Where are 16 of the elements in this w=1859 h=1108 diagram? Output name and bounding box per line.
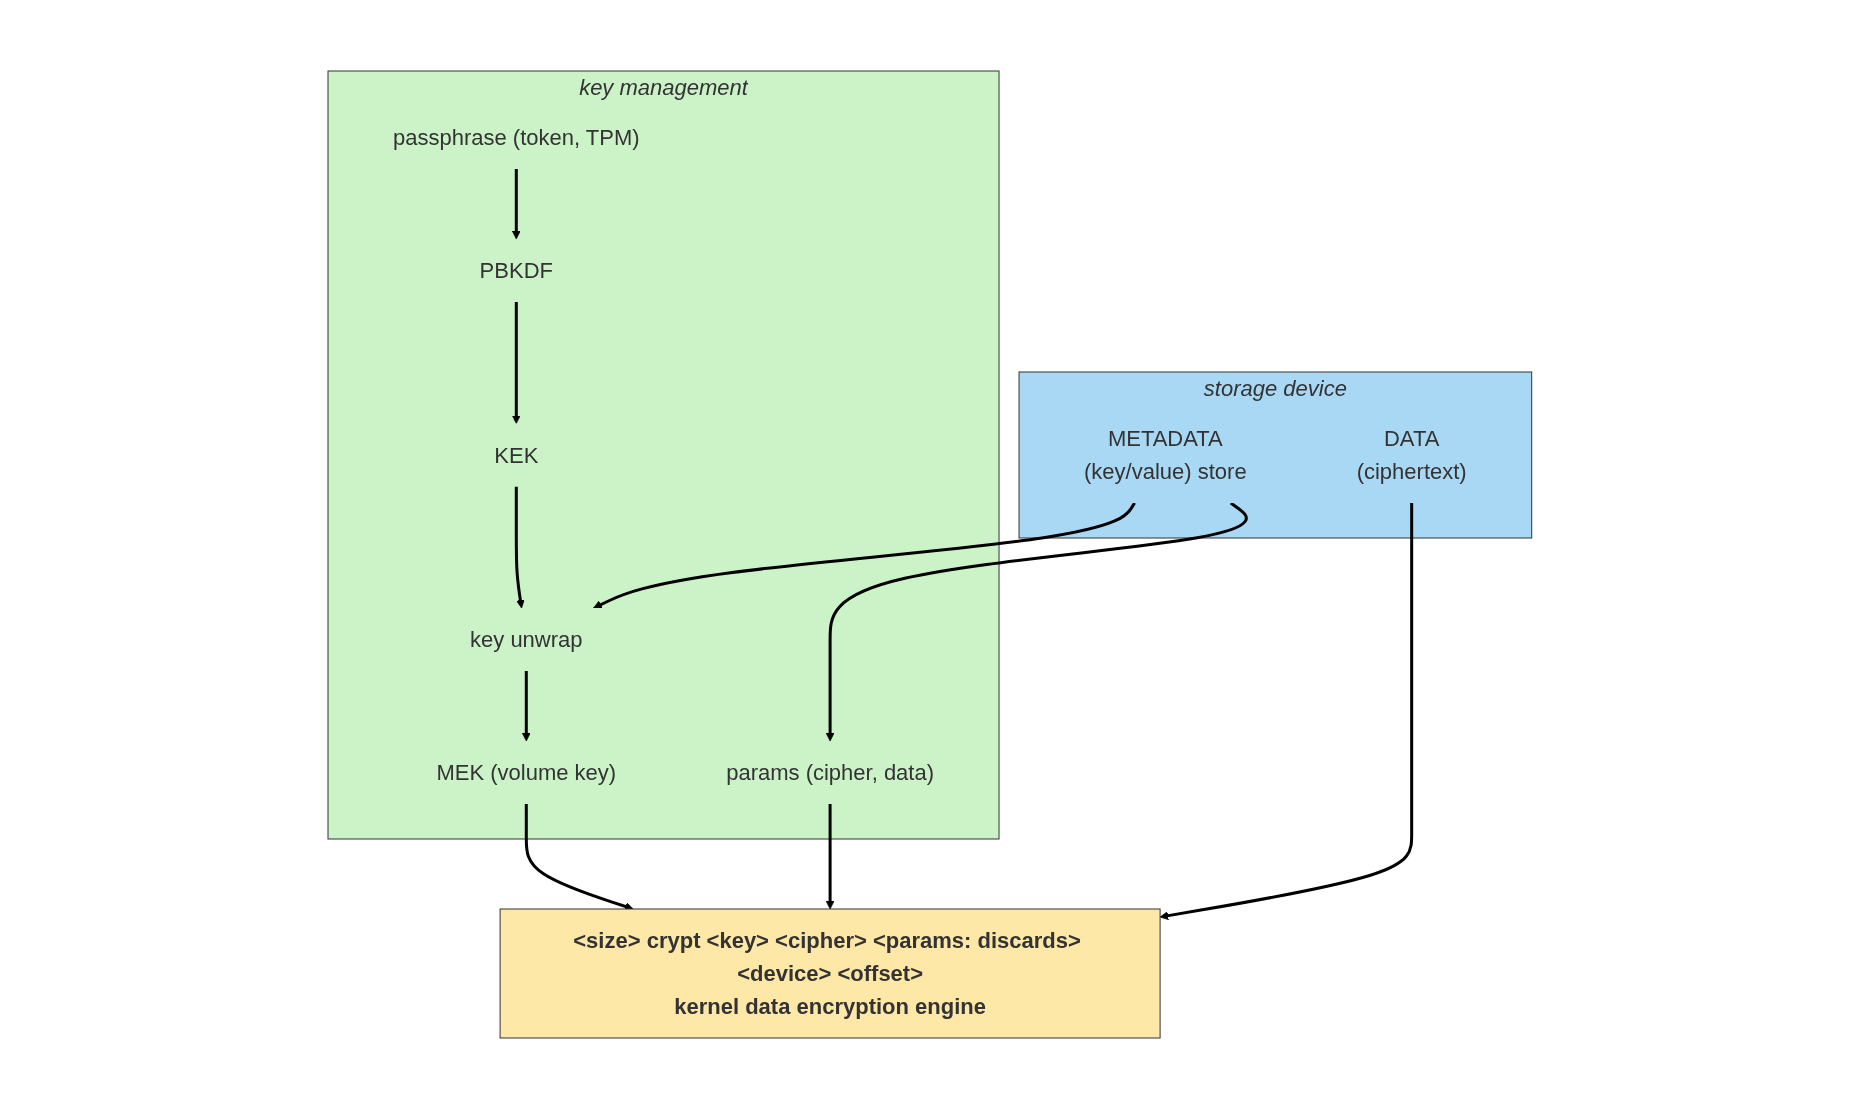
arrow — [511, 301, 521, 424]
node-text: key unwrap — [469, 626, 583, 652]
arrow — [1159, 502, 1413, 920]
node-text: passphrase (token, TPM) — [392, 124, 640, 150]
arrow — [592, 501, 1136, 609]
node-text: METADATA (key/value) store — [1083, 425, 1247, 484]
node-text: KEK — [493, 442, 538, 467]
node-text: params (cipher, data) — [725, 759, 934, 785]
arrow — [521, 670, 531, 741]
node-text: MEK (volume key) — [436, 759, 616, 785]
arrow — [825, 803, 835, 909]
node-text: PBKDF — [479, 257, 553, 283]
node-box: <size> crypt <key> <cipher> <params: discards> <device> <offset> kernel data encryption engine — [499, 908, 1161, 1038]
arrow — [514, 486, 525, 608]
node-text: DATA (ciphertext) — [1356, 425, 1467, 484]
arrow — [511, 168, 521, 239]
